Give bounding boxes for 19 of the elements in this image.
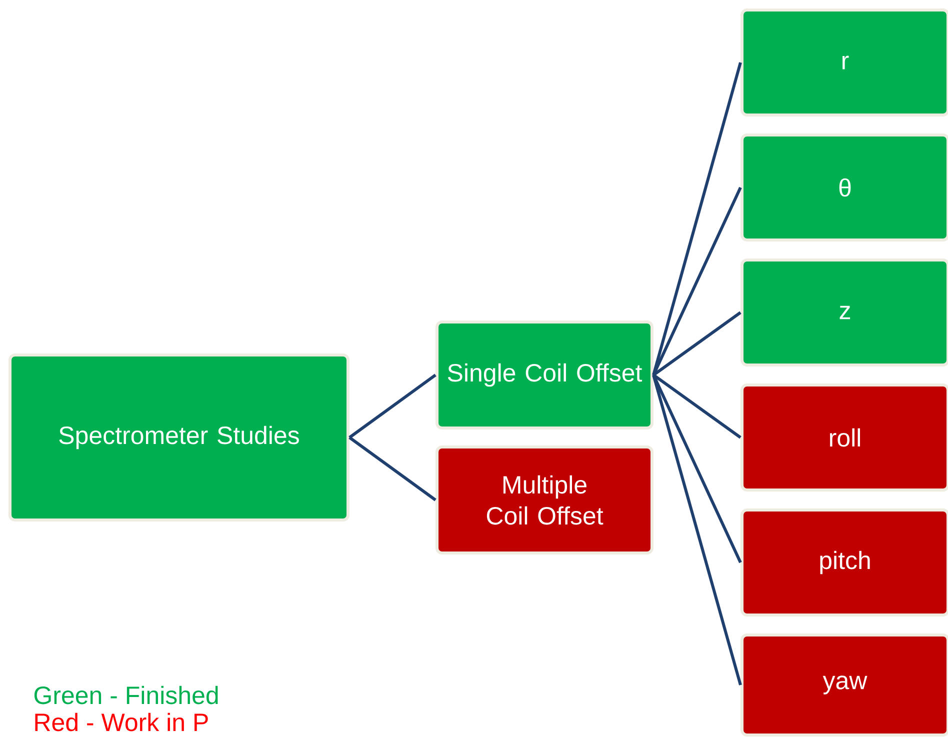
connector-line: [348, 436, 436, 502]
process-box: r: [740, 8, 948, 116]
connector-line: [652, 374, 742, 439]
process-box: yaw: [740, 634, 948, 736]
connector-line: [652, 311, 742, 376]
process-box: θ: [740, 134, 948, 242]
process-box: Single Coil Offset: [436, 320, 654, 430]
connector-line: [652, 62, 742, 376]
connector-line: [652, 374, 742, 686]
process-box: roll: [740, 384, 948, 492]
process-box: Spectrometer Studies: [8, 354, 350, 522]
legend-text: Green - Finished: [34, 686, 218, 704]
connector-line: [348, 374, 436, 439]
connector-line: [652, 374, 742, 564]
connector-line: [652, 186, 742, 376]
process-box: pitch: [740, 508, 948, 616]
process-box: z: [740, 258, 948, 366]
legend-text: Red - Work in P: [35, 712, 208, 732]
process-box: Multiple Coil Offset: [436, 446, 654, 554]
